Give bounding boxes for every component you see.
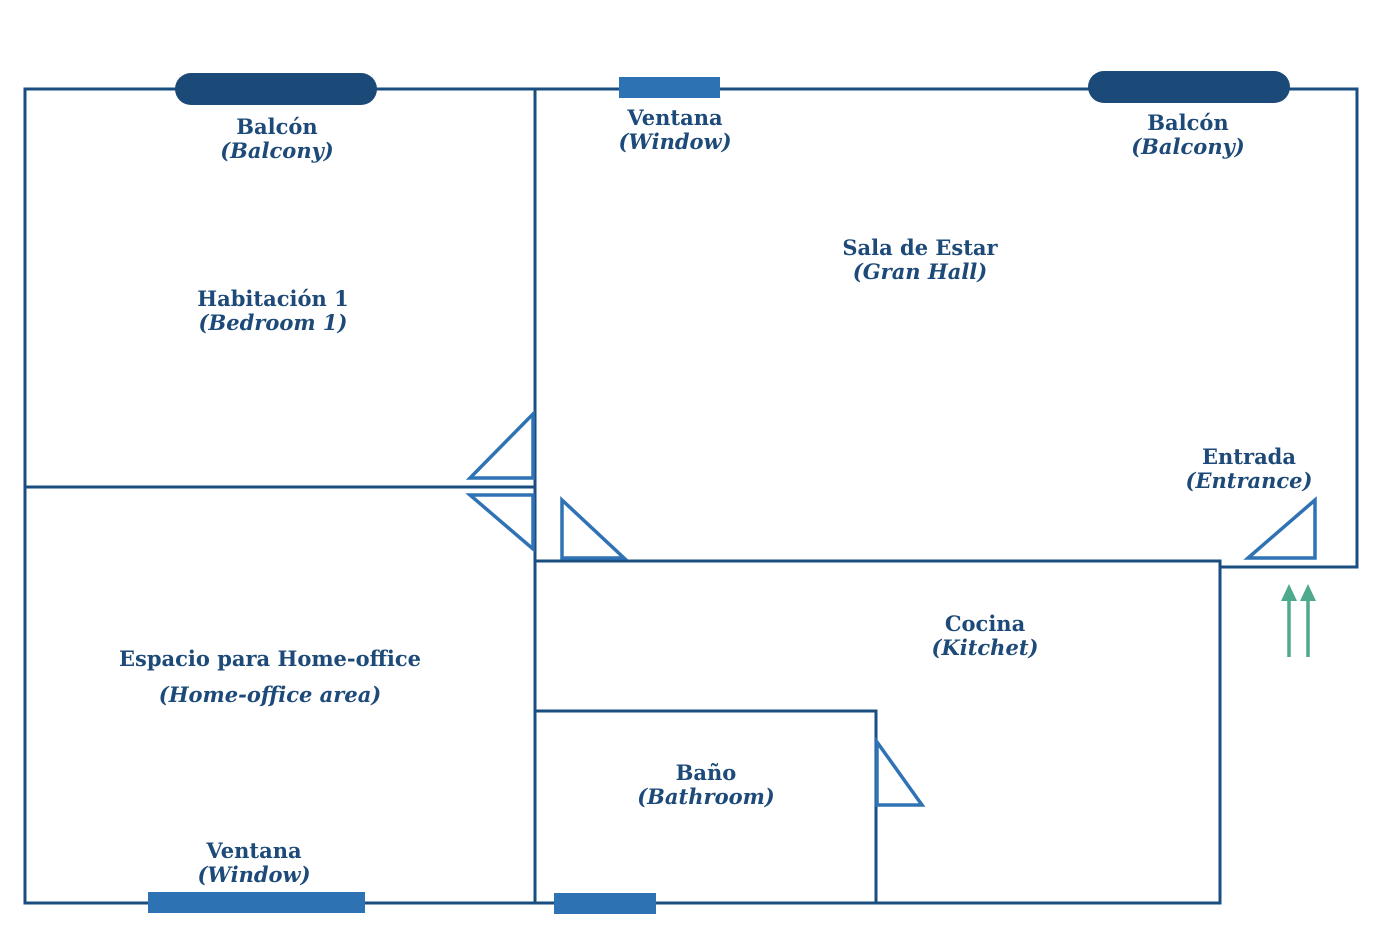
balcony-right-label: Balcón bbox=[1147, 110, 1228, 135]
window-bottom-bathroom-shape bbox=[554, 893, 656, 914]
balcony-right-label-en: (Balcony) bbox=[1131, 134, 1244, 159]
window-bottom-label: Ventana bbox=[205, 838, 302, 863]
entrance-label-en: (Entrance) bbox=[1186, 468, 1313, 493]
office-label: Espacio para Home-office bbox=[119, 646, 421, 671]
door-entrance bbox=[1243, 496, 1317, 560]
office-label-en: (Home-office area) bbox=[159, 682, 381, 707]
bedroom-label: Habitación 1 bbox=[197, 286, 348, 311]
living-room-label-en: (Gran Hall) bbox=[853, 259, 987, 284]
entrance-arrow-icon bbox=[1281, 584, 1316, 657]
window-top-label-en: (Window) bbox=[618, 129, 731, 154]
kitchen-label-en: (Kitchet) bbox=[932, 635, 1039, 660]
bathroom-outline bbox=[533, 709, 878, 905]
doors bbox=[465, 409, 1317, 807]
balcony-left-label-en: (Balcony) bbox=[220, 138, 333, 163]
bathroom-label: Baño bbox=[676, 760, 737, 785]
living-room-outline bbox=[533, 87, 1359, 569]
balcony-left-shape bbox=[175, 73, 377, 105]
living-room-label: Sala de Estar bbox=[842, 235, 998, 260]
kitchen-label: Cocina bbox=[945, 611, 1026, 636]
window-top-label: Ventana bbox=[626, 105, 723, 130]
door-bathroom bbox=[875, 736, 926, 807]
entrance-label: Entrada bbox=[1202, 444, 1296, 469]
door-living bbox=[560, 495, 629, 560]
window-bottom-label-en: (Window) bbox=[197, 862, 310, 887]
balcony-right-shape bbox=[1088, 71, 1290, 103]
door-bedroom bbox=[465, 409, 535, 480]
bedroom-label-en: (Bedroom 1) bbox=[199, 310, 348, 335]
outer-wall-left-block bbox=[23, 87, 537, 905]
door-office bbox=[465, 493, 535, 553]
bathroom-label-en: (Bathroom) bbox=[637, 784, 775, 809]
window-top-shape bbox=[619, 77, 720, 98]
balcony-left-label: Balcón bbox=[236, 114, 317, 139]
window-bottom-left-shape bbox=[148, 892, 365, 913]
